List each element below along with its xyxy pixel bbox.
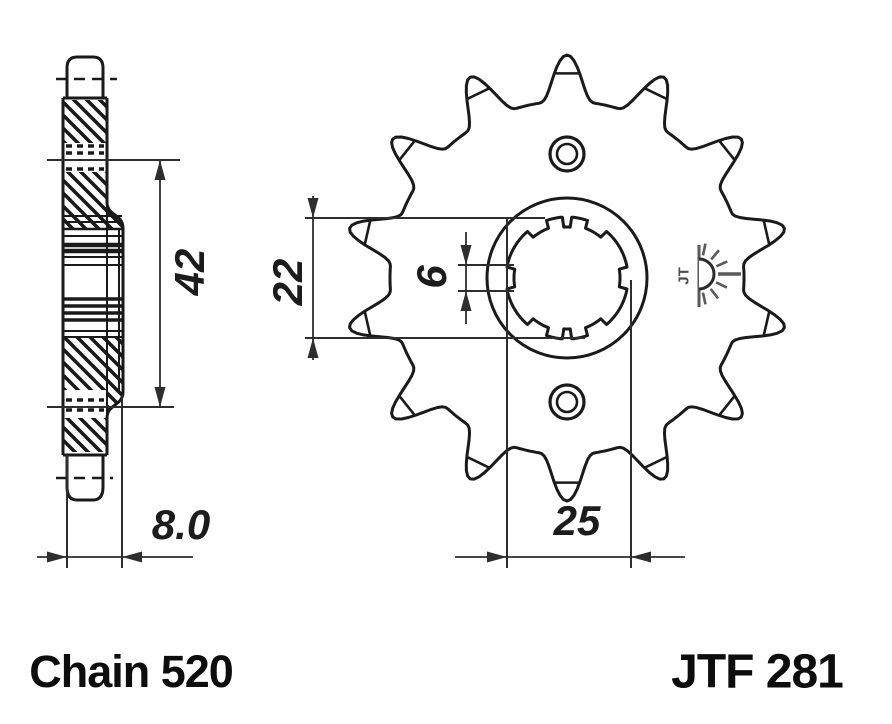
sprocket-front-view [348,53,786,503]
dimension-42-label: 42 [166,248,213,296]
jt-logo-text: JT [675,267,693,285]
dimension-lines [37,159,685,568]
sprocket-side-view [56,55,125,502]
part-number-caption: JTF 281 [671,645,844,699]
dimension-22-label: 22 [264,258,311,306]
dimension-25-label: 25 [553,497,601,544]
chain-size-caption: Chain 520 [29,646,234,697]
dimension-8-label: 8.0 [151,501,211,548]
dimension-6-label: 6 [408,265,455,289]
jt-sunrise-logo-icon [697,243,741,307]
